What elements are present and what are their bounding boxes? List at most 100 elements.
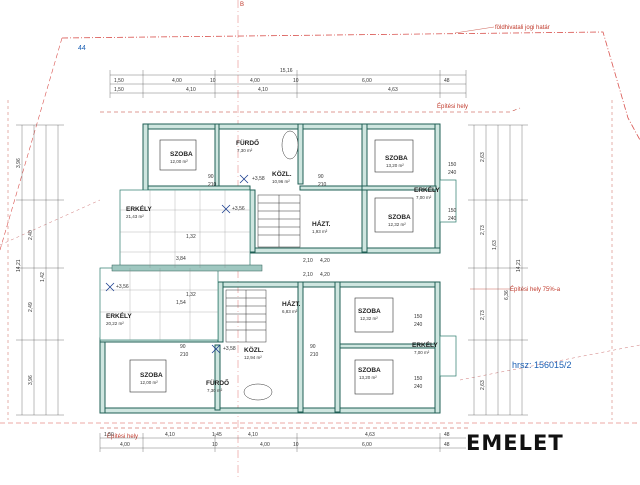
door-mark: 90	[208, 174, 214, 180]
dim-label: 4,20	[320, 272, 330, 278]
dim-label: 4,00	[260, 442, 270, 448]
dim-label: 14,21	[16, 259, 22, 272]
side-marker-lines	[7, 100, 613, 420]
window-mark: 150	[448, 208, 457, 214]
dim-label: 1,42	[40, 272, 46, 282]
room-name: SZOBA	[388, 214, 411, 221]
floor-title: EMELET	[466, 431, 564, 455]
room-area: 13,20 m²	[386, 163, 404, 168]
dim-label: 1,45	[212, 432, 222, 438]
dim-label: 4,00	[120, 442, 130, 448]
room-name: ERKÉLY	[126, 204, 152, 213]
room-name: FÜRDŐ	[206, 378, 229, 387]
dim-label: 1,63	[492, 240, 498, 250]
dimension-lines-bottom	[99, 433, 466, 452]
dim-bottom-row1: 1,50 4,10 1,45 4,10 4,63 48	[104, 432, 450, 438]
window-mark: 150	[414, 376, 423, 382]
dim-label: 2,73	[480, 225, 486, 235]
rooms-lower: ERKÉLY 20,22 m² HÁZT. 6,83 m² SZOBA 12,3…	[106, 299, 438, 393]
balcony-lower-right	[439, 335, 457, 377]
centre-dimension-marks: 4,20 4,20 2,10 2,10 1,32 1,32 3,84 1,54	[176, 234, 330, 306]
room-area: 13,20 m²	[359, 375, 377, 380]
dim-label: 4,63	[365, 432, 375, 438]
dim-label: 10	[293, 78, 299, 84]
room-area: 12,94 m²	[244, 355, 262, 360]
balcony-upper-left	[119, 189, 251, 269]
door-mark: 210	[318, 182, 327, 188]
neighbour-line-left	[0, 199, 101, 246]
door-mark: 90	[180, 344, 186, 350]
level-mark: +3,56	[232, 206, 245, 212]
door-marks: 90 210 90 210 90 210 90 210	[180, 174, 327, 358]
dim-label: 4,63	[388, 87, 398, 93]
window-mark: 240	[414, 384, 423, 390]
balcony-upper-right	[439, 179, 457, 223]
level-mark: +3,58	[223, 346, 236, 352]
dim-label: 3,84	[176, 256, 186, 262]
bed-icons	[129, 139, 414, 395]
window-mark: 240	[448, 170, 457, 176]
room-area: 12,00 m²	[140, 380, 158, 385]
room-area: 7,30 m²	[207, 388, 223, 393]
dim-label: 3,96	[28, 375, 34, 385]
railing-strip	[111, 264, 263, 272]
dim-label: 2,63	[480, 380, 486, 390]
dim-top-row2: 1,50 4,10 4,10 4,63	[114, 87, 398, 93]
dim-label: 1,50	[114, 78, 124, 84]
rooms-upper: SZOBA 12,00 m² FÜRDŐ 7,30 m² KÖZL. 10,96…	[126, 138, 440, 234]
staircase-lower	[225, 289, 267, 343]
dim-label: 1,32	[186, 234, 196, 240]
dim-label: 1,50	[104, 432, 114, 438]
room-name: SZOBA	[140, 372, 163, 379]
building-line-top	[100, 107, 521, 113]
level-cross-icons	[105, 174, 249, 354]
door-mark: 210	[208, 182, 217, 188]
dim-label: 10	[212, 442, 218, 448]
dimension-lines-right	[468, 124, 528, 416]
bathtub-icons	[243, 130, 299, 401]
door-mark: 90	[310, 344, 316, 350]
room-name: FÜRDŐ	[236, 138, 259, 147]
level-marks: +3,58 +3,56 +3,56 +3,58	[116, 176, 265, 352]
dim-label: 4,10	[186, 87, 196, 93]
dim-label: 2,73	[480, 310, 486, 320]
room-name: HÁZT.	[312, 219, 331, 228]
dim-label: 2,49	[28, 302, 34, 312]
neighbour-line-right	[459, 344, 640, 381]
building-line-75-label: Építési hely 75%-a	[510, 286, 561, 293]
room-name: SZOBA	[358, 367, 381, 374]
room-name: SZOBA	[385, 155, 408, 162]
door-mark: 210	[180, 352, 189, 358]
dim-top-total: 15,16	[280, 68, 293, 74]
room-area: 7,00 m²	[416, 195, 432, 200]
dim-label: 48	[444, 78, 450, 84]
door-mark: 210	[310, 352, 319, 358]
dim-label: 1,32	[186, 292, 196, 298]
dim-label: 10	[293, 442, 299, 448]
dim-label: 14,21	[516, 259, 522, 272]
room-area: 1,93 m²	[312, 229, 328, 234]
parcel-id-label: hrsz: 156015/2	[512, 360, 572, 370]
parcel-number-44: 44	[78, 45, 86, 52]
window-marks: 150 240 150 240 150 240 150 240	[414, 162, 457, 390]
door-mark: 90	[318, 174, 324, 180]
window-mark: 150	[414, 314, 423, 320]
dimension-lines-top	[109, 70, 467, 98]
room-area: 12,00 m²	[170, 159, 188, 164]
dimension-lines-left	[16, 124, 64, 416]
axis-marker: B	[240, 2, 244, 8]
dim-right-labels: 2,63 14,21 2,73 6,36 2,73 2,63 1,63	[480, 152, 522, 390]
dim-label: 2,40	[28, 230, 34, 240]
level-mark: +3,56	[116, 284, 129, 290]
room-area: 10,96 m²	[272, 179, 290, 184]
room-name: SZOBA	[358, 308, 381, 315]
dim-label: 2,63	[480, 152, 486, 162]
room-name: KÖZL.	[272, 169, 292, 178]
dim-left-labels: 3,96 2,40 14,21 2,49 1,42 3,96	[16, 158, 46, 385]
dim-label: 10	[210, 78, 216, 84]
dim-label: 1,50	[114, 87, 124, 93]
room-name: HÁZT.	[282, 299, 301, 308]
level-mark: +3,58	[252, 176, 265, 182]
balcony-grid	[100, 190, 250, 340]
